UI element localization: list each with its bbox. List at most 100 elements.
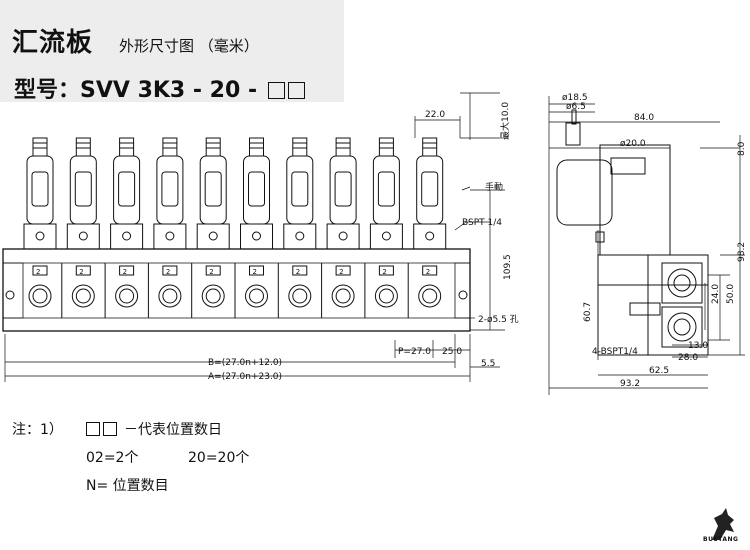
manifold-end-left [2, 262, 24, 319]
front-dimensions [4, 92, 505, 382]
logo-text: BUSTANG [703, 536, 739, 543]
valve-cap [205, 137, 221, 157]
bspt-label-side: 4-BSPT1/4 [592, 347, 638, 357]
valve-coil-window [204, 171, 222, 207]
valve-pilot [165, 231, 175, 241]
page-title: 汇流板 [12, 28, 94, 58]
port-outer [115, 284, 139, 308]
port-label-box [205, 265, 221, 276]
port-label: 2 [123, 268, 127, 276]
port-outer [245, 284, 268, 308]
valve-coil [69, 155, 97, 225]
dim-5-5: 5.5 [481, 359, 495, 369]
header-background [0, 0, 344, 102]
port-outer [374, 284, 398, 308]
valve-pilot [338, 231, 348, 241]
side-dimensions [548, 96, 745, 395]
dim-top-width: 22.0 [425, 110, 445, 120]
port-outer [201, 284, 225, 308]
notes-line1: －代表位置数日 [124, 422, 222, 438]
notes-example-1: 02=2个 [86, 450, 139, 466]
port-label: 2 [36, 268, 40, 276]
valve-coil [199, 155, 227, 225]
notes-placeholder [86, 416, 117, 444]
dim-25: 25.0 [442, 347, 462, 357]
port-label: 2 [339, 268, 343, 276]
port-inner [292, 288, 308, 304]
valve-cap [75, 137, 91, 157]
dim-8: 8.0 [737, 141, 747, 156]
valve-body [196, 223, 230, 250]
dim-13: 13.0 [688, 341, 708, 351]
valve-coil [156, 155, 184, 225]
port-inner [422, 288, 438, 304]
valve-coil-window [248, 171, 265, 207]
port-label-box [378, 265, 394, 276]
port-inner [249, 288, 264, 304]
port-label: 2 [382, 268, 386, 276]
dim-98: 98.2 [737, 242, 747, 262]
valve-coil [286, 155, 314, 225]
port-label: 2 [296, 268, 300, 276]
model-code: SVV 3K3 - 20 - [80, 78, 265, 103]
valve-pilot [122, 231, 132, 241]
valve-pilot [78, 231, 88, 241]
port-label: 2 [426, 268, 430, 276]
valve-coil-window [291, 171, 309, 207]
valve-pilot [381, 231, 391, 241]
valve-body [413, 223, 447, 250]
port-label-box [292, 265, 308, 276]
port-label: 2 [166, 268, 170, 276]
port-outer [288, 284, 312, 308]
model-prefix: 型号： [14, 78, 81, 103]
valve-coil [243, 155, 270, 225]
dim-62: 62.5 [649, 366, 669, 376]
valve-coil [329, 155, 357, 225]
valve-body [369, 223, 403, 250]
mounting-hole [5, 290, 15, 300]
port-inner [32, 288, 48, 304]
valve-cap [335, 137, 351, 157]
notes-line3: N= 位置数目 [86, 478, 169, 494]
valve-cap [378, 137, 394, 157]
port-inner [205, 288, 221, 304]
placeholder-box [287, 82, 305, 99]
dim-pitch: P=27.0 [398, 347, 431, 357]
valve-cap [32, 137, 48, 157]
port-outer [331, 284, 355, 308]
valve-body [240, 223, 273, 250]
port-inner [378, 288, 394, 304]
port-label: 2 [209, 268, 213, 276]
valve-array: 2 2 2 2 2 2 2 2 2 2 [23, 137, 447, 318]
valve-coil [113, 155, 141, 225]
hole-label: 2-ø5.5 孔 [478, 314, 519, 325]
valve-pilot [295, 231, 305, 241]
port-outer [418, 284, 442, 308]
valve-body [23, 223, 57, 250]
port-label: 2 [253, 268, 257, 276]
port-inner [119, 288, 135, 304]
dim-A: A=(27.0n+23.0) [208, 372, 282, 382]
valve-coil-window [334, 171, 352, 207]
port-inner [75, 288, 91, 304]
placeholder-box [267, 82, 285, 99]
valve-coil [26, 155, 54, 225]
valve-cap [422, 137, 438, 157]
valve-coil [416, 155, 444, 225]
dim-28: 28.0 [678, 353, 698, 363]
dim-50: 50.0 [726, 284, 736, 304]
port-inner [162, 288, 178, 304]
port-outer [158, 284, 182, 308]
dim-6-5: ø6.5 [566, 102, 586, 112]
valve-body [66, 223, 100, 250]
port-inner [335, 288, 351, 304]
port-label-box [32, 265, 48, 276]
valve-coil-window [31, 171, 49, 207]
port-label-box [162, 265, 178, 276]
notes-prefix: 注：1） [12, 422, 63, 438]
port-label: 2 [79, 268, 83, 276]
valve-body [283, 223, 317, 250]
valve-cap [292, 137, 308, 157]
port-outer [71, 284, 95, 308]
